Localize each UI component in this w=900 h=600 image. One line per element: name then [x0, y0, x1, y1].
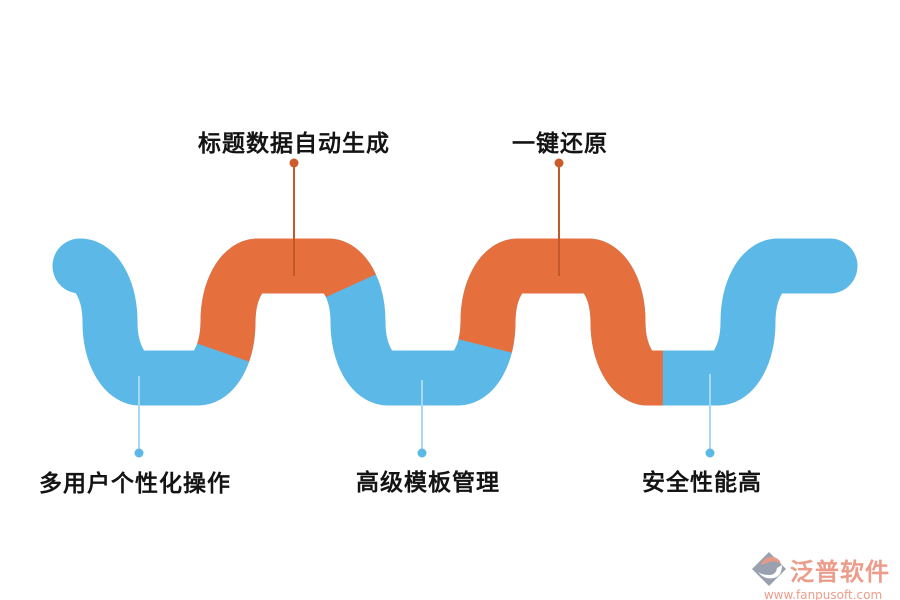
brand-row: 泛普软件	[750, 550, 896, 588]
logo-white-swoosh	[758, 565, 782, 579]
connector-dot	[134, 448, 144, 458]
wave-blue-path	[52, 238, 858, 406]
logo-salmon-swoosh	[761, 556, 781, 565]
brand-url-text: www.fanpusoft.com	[763, 588, 883, 600]
connector-bottom-1	[134, 376, 144, 458]
brand-watermark: 泛普软件 www.fanpusoft.com	[750, 550, 896, 600]
connector-dot	[554, 158, 564, 168]
label-one-key-restore: 一键还原	[512, 131, 608, 157]
connector-bottom-2	[417, 380, 427, 458]
label-high-security: 安全性能高	[642, 470, 762, 496]
connector-dot	[289, 158, 299, 168]
label-multiuser-personalized-operation: 多用户个性化操作	[39, 471, 231, 497]
connector-top-1	[289, 158, 299, 276]
label-advanced-template-management: 高级模板管理	[356, 470, 500, 496]
connector-top-2	[554, 158, 564, 276]
connector-dot	[705, 448, 715, 458]
connector-dot	[417, 448, 427, 458]
connector-bottom-3	[705, 374, 715, 458]
label-title-data-autogenerate: 标题数据自动生成	[198, 131, 390, 157]
fanpu-diamond-logo-icon	[752, 552, 786, 586]
brand-name-text: 泛普软件	[790, 557, 890, 586]
